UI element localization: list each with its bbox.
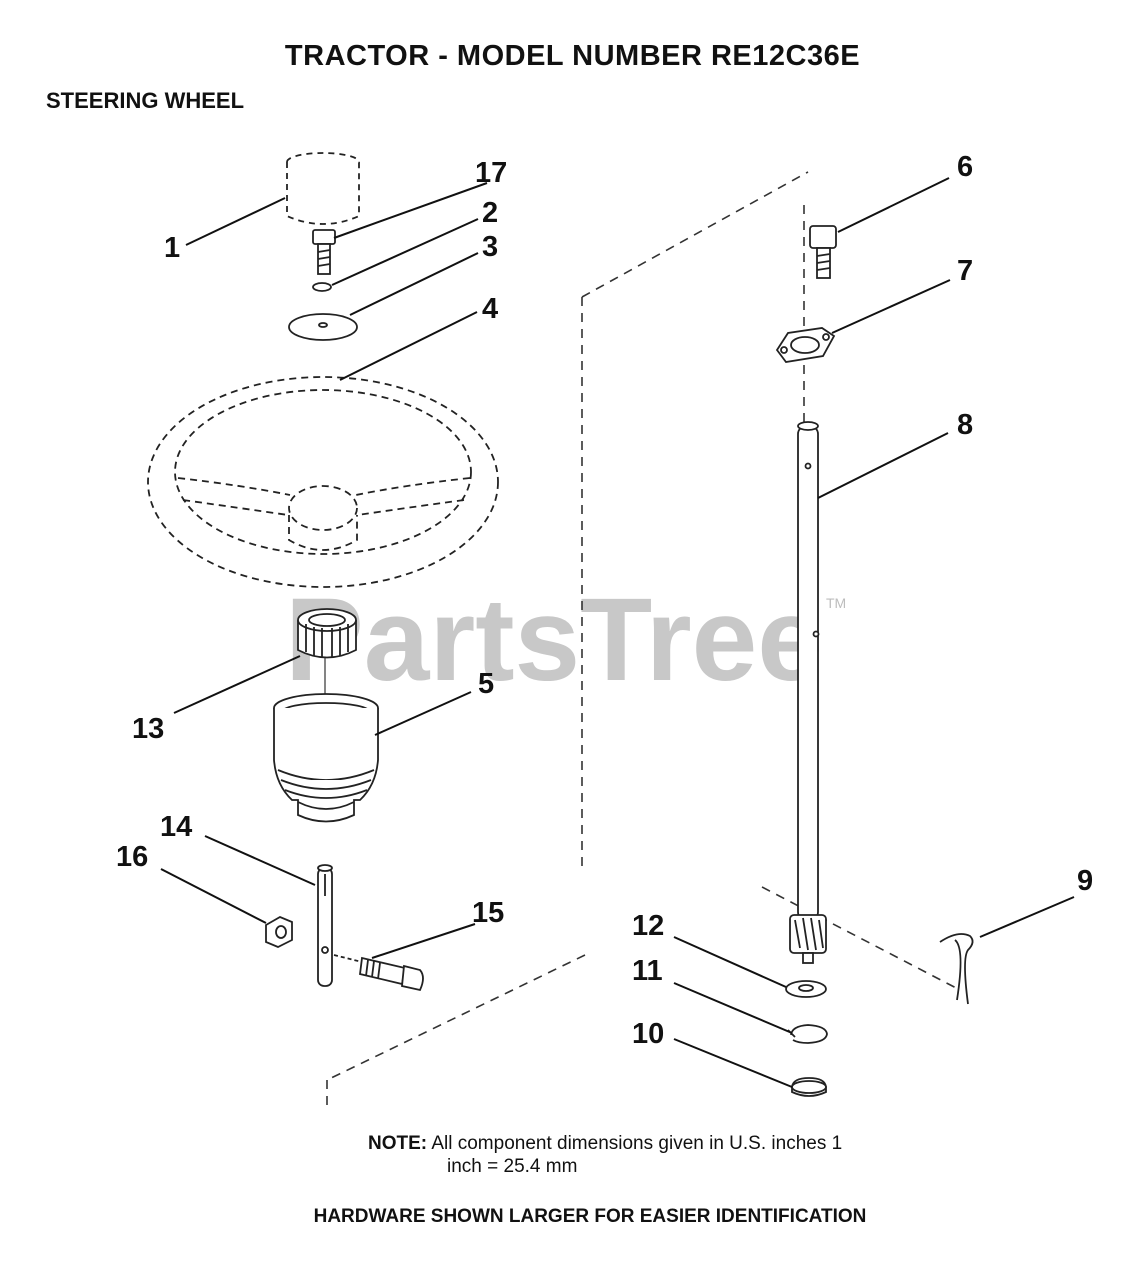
- lock-washer-part-2: [312, 282, 332, 292]
- callout-9: 9: [1077, 865, 1093, 897]
- callout-12: 12: [632, 910, 664, 942]
- note-line-1: All component dimensions given in U.S. i…: [431, 1133, 843, 1154]
- hardware-footer-note: HARDWARE SHOWN LARGER FOR EASIER IDENTIF…: [313, 1206, 867, 1227]
- nut-part-16: [265, 915, 293, 948]
- note-label: NOTE:: [368, 1133, 428, 1154]
- pinion-gear: [789, 914, 827, 964]
- bolt-part-6: [809, 225, 837, 279]
- bolt-part-15: [333, 954, 424, 992]
- cap-part-1: [286, 152, 360, 225]
- note-line-2: inch = 25.4 mm: [447, 1156, 578, 1177]
- boot-part-5: [273, 693, 379, 823]
- dimension-note: NOTE: All component dimensions given in …: [368, 1132, 842, 1178]
- bolt-part-17: [312, 229, 336, 275]
- assembly-frame: [326, 171, 961, 1108]
- section-title: STEERING WHEEL: [46, 88, 245, 113]
- steering-wheel-part-4: [147, 376, 499, 588]
- callout-8: 8: [957, 409, 973, 441]
- clip-part-9: [939, 933, 974, 1005]
- diagram-title: TRACTOR - MODEL NUMBER RE12C36E: [284, 40, 861, 72]
- callout-11: 11: [632, 955, 663, 987]
- callout-labels: 1 17 2 3 4 6 7 8 9 12 11 10 13 5 14 16 1…: [116, 151, 1093, 1050]
- washer-part-12: [785, 980, 827, 998]
- callout-14: 14: [160, 811, 192, 843]
- callout-6: 6: [957, 151, 973, 183]
- flat-washer-part-3: [288, 313, 358, 341]
- callout-7: 7: [957, 255, 973, 287]
- callout-16: 16: [116, 841, 148, 873]
- shaft-part-14: [317, 864, 333, 987]
- callout-17: 17: [475, 157, 507, 189]
- steering-shaft-part-8: [797, 421, 820, 921]
- callout-15: 15: [472, 897, 504, 929]
- watermark-trademark: TM: [826, 595, 846, 611]
- callout-3: 3: [482, 231, 498, 263]
- callout-5: 5: [478, 668, 494, 700]
- callout-10: 10: [632, 1018, 664, 1050]
- adapter-part-13: [297, 608, 357, 659]
- watermark: PartsTree: [285, 574, 823, 706]
- callout-2: 2: [482, 197, 498, 229]
- callout-4: 4: [482, 293, 498, 325]
- leader-lines: [160, 177, 1075, 1088]
- callout-13: 13: [132, 713, 164, 745]
- flange-bearing-part-7: [775, 327, 836, 363]
- retaining-ring-part-11: [787, 1024, 828, 1044]
- cap-plug-part-10: [791, 1077, 827, 1097]
- callout-1: 1: [164, 232, 180, 264]
